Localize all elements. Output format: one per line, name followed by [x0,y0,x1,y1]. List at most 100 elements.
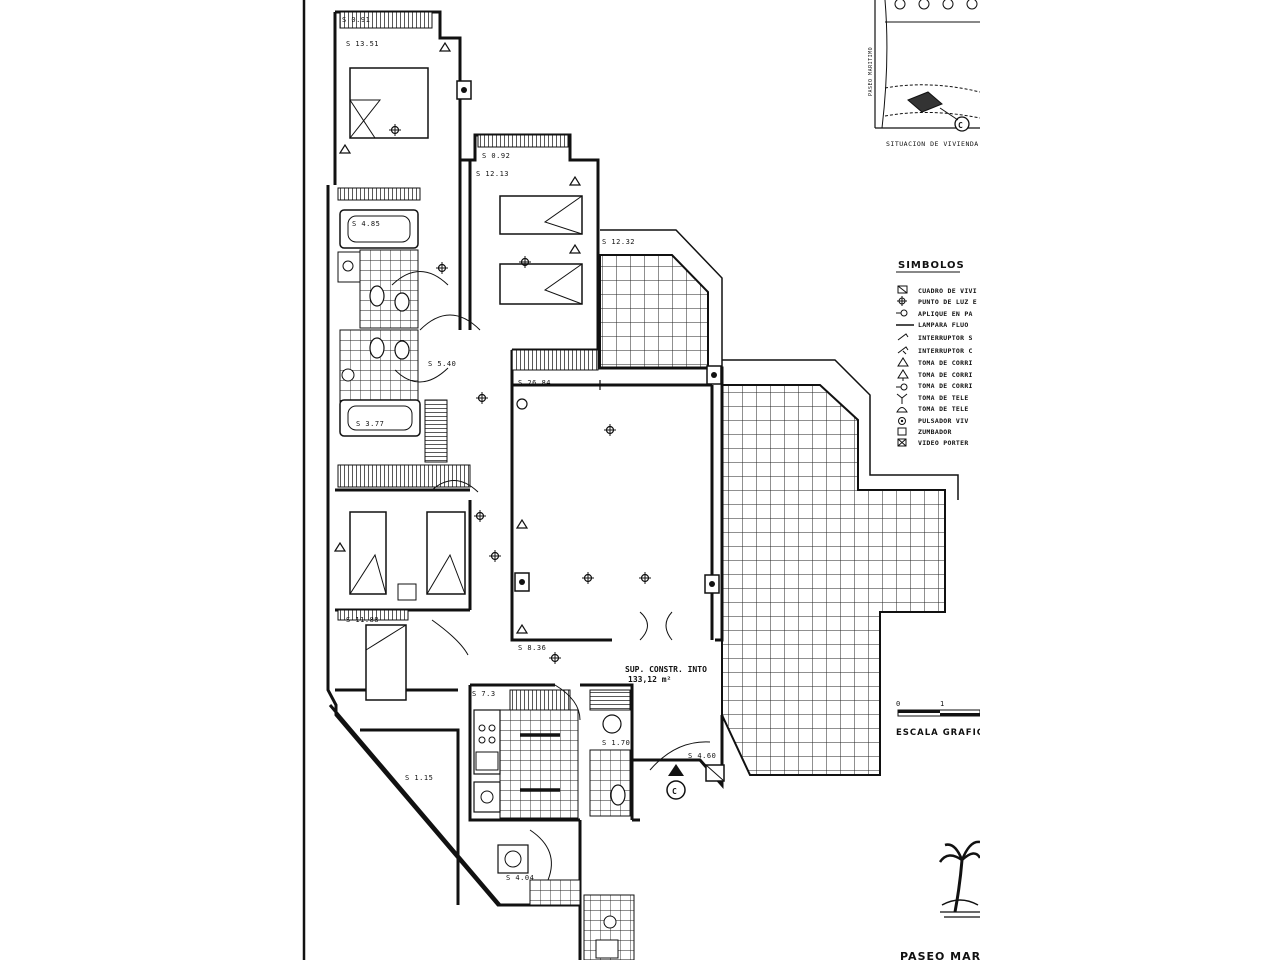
footer-title: PASEO MAR [900,950,981,960]
legend-item-label: INTERRUPTOR C [918,347,973,355]
legend-item-label: TOMA DE CORRI [918,382,973,390]
legend: SIMBOLOS CUADRO DE VIVI PUNTO DE LUZ E A… [896,260,977,447]
legend-item-label: INTERRUPTOR S [918,334,973,342]
area-note-line-2: 133,12 m² [628,675,671,684]
legend-title: SIMBOLOS [898,260,965,271]
outlet-icon [896,383,908,391]
panel-icon [456,80,472,100]
legend-item: PULSADOR VIV [898,417,969,425]
location-marker: C [958,121,963,130]
toilet: S 1.70 [589,689,631,817]
bedroom-2: S 0.92 S 12.13 [476,134,599,371]
label-bathroom-1: S 4.85 [352,220,380,228]
label-kitchen: S 7.3 [472,690,496,698]
bed [499,195,583,235]
legend-item: LAMPARA FLUO [896,321,969,329]
legend-item-label: APLIQUE EN PA [918,310,973,318]
buzzer-icon [897,427,907,436]
legend-item: TOMA DE CORRI [896,382,973,391]
legend-item-label: CUADRO DE VIVI [918,287,977,295]
tv-outlet-icon [896,393,908,404]
location-map: PASEO MARITIMO C SITUACION DE VIVIENDA E [868,0,987,148]
ceiling-light-icon [473,509,487,523]
label-toilet: S 1.70 [602,739,630,747]
legend-item: ZUMBADOR [897,427,952,436]
switch-icon [897,333,909,341]
label-utility: S 4.04 [506,874,534,882]
legend-item-label: LAMPARA FLUO [918,321,969,329]
terrace-small: S 12.32 [599,229,723,385]
legend-item: VIDEO PORTER [897,438,968,447]
palm-logo [938,840,982,918]
right-margin [980,0,1280,960]
hall: S 5.40 [339,261,489,411]
outlet-icon [897,369,909,381]
switch-double-icon [897,346,909,355]
ceiling-light-icon [548,651,562,665]
section-marker: C [672,787,677,796]
label-bedroom-2: S 12.13 [476,170,509,178]
bathroom-2: S 3.77 [337,399,479,493]
video-intercom-icon [897,438,907,447]
outlet-icon [897,357,909,367]
tv-outlet-icon [514,572,530,592]
legend-item-label: TOMA DE TELE [918,394,969,402]
bed [365,624,407,701]
legend-item-label: PUNTO DE LUZ E [918,298,977,306]
panel-icon [704,574,720,594]
legend-item-label: PULSADOR VIV [918,417,969,425]
label-corridor: S 8.36 [518,644,546,652]
label-terrace-small: S 12.32 [602,238,635,246]
legend-item: INTERRUPTOR C [897,346,973,355]
label-bathroom-2: S 3.77 [356,420,384,428]
area-note-line-1: SUP. CONSTR. INTO [625,665,707,674]
label-closet-top: S 0.91 [342,16,370,24]
label-laundry: S 1.15 [405,774,433,782]
legend-item: APLIQUE EN PA [896,309,973,318]
bed [349,67,429,139]
ceiling-light-icon [488,549,502,563]
bathroom-1: S 4.85 [337,187,449,329]
legend-item: TOMA DE TELE [896,405,969,413]
outlet-icon [339,144,351,154]
label-living: S 26.84 [518,379,551,387]
legend-item: TOMA DE TELE [896,393,969,404]
legend-item-label: ZUMBADOR [918,428,952,436]
outlet-icon [334,542,346,552]
scale-caption: ESCALA GRAFICA [896,728,992,738]
outlet-icon [516,519,528,529]
bedroom-1: S 0.91 S 13.51 [339,11,472,154]
panel-icon [706,365,722,385]
label-hall: S 5.40 [428,360,456,368]
outlet-icon [516,624,528,634]
ceiling-light-icon [603,423,617,437]
legend-item-label: TOMA DE CORRI [918,371,973,379]
laundry: S 1.15 S 4.04 [405,774,635,960]
graphic-scale: 0 1 ESCALA GRAFICA [896,700,992,738]
wall-light-icon [896,309,908,317]
legend-item: TOMA DE CORRI [897,357,973,367]
phone-outlet-icon [896,407,908,413]
legend-item: TOMA DE CORRI [897,369,973,381]
label-bedroom-1: S 13.51 [346,40,379,48]
bed [426,511,466,595]
legend-item-label: TOMA DE CORRI [918,359,973,367]
label-closet-2: S 0.92 [482,152,510,160]
outlet-icon [439,42,451,52]
terrace-large [721,359,959,776]
legend-item: INTERRUPTOR S [897,333,973,342]
legend-item: CUADRO DE VIVI [897,285,977,295]
outlet-icon [569,244,581,254]
legend-item-label: TOMA DE TELE [918,405,969,413]
scale-start: 0 [896,700,901,708]
legend-item: PUNTO DE LUZ E [897,296,977,306]
label-entry: S 4.60 [688,752,716,760]
bedroom-3: S 11.88 [334,509,502,701]
legend-items: CUADRO DE VIVI PUNTO DE LUZ E APLIQUE EN… [896,285,977,447]
scale-mark: 1 [940,700,945,708]
bed [349,511,387,595]
label-bedroom-3: S 11.88 [346,616,379,624]
doorbell-button-icon [898,417,906,425]
ceiling-light-icon [638,571,652,585]
